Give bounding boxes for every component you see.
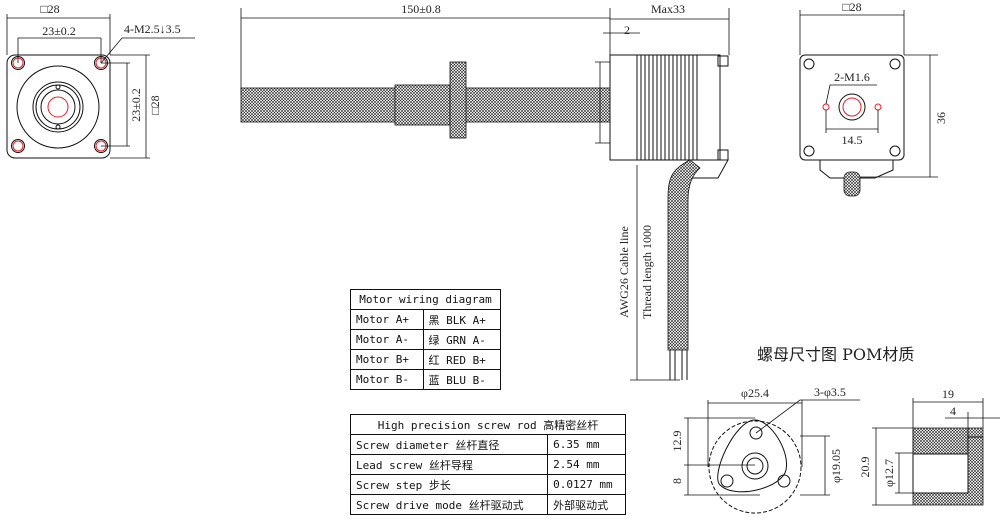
wiring-table: Motor wiring diagram Motor A+黑 BLK A+ Mo… <box>350 289 501 390</box>
pin-cell: Motor B- <box>350 369 424 390</box>
screw-table: High precision screw rod 高精密丝杆 Screw dia… <box>349 414 626 515</box>
table-row: Motor B+红 RED B+ <box>350 349 501 370</box>
nut-side-view: 19 4 20.9 φ12.7 <box>858 387 1000 506</box>
rear-view: □28 2-M1.6 14.5 36 <box>799 0 948 197</box>
rear-holes-label: 2-M1.6 <box>834 70 870 84</box>
wire-cell: 黑 BLK A+ <box>422 309 501 330</box>
nut-flange <box>449 61 467 139</box>
nut-dim-bottom-label: 8 <box>670 478 684 484</box>
offset-label: 2 <box>624 23 630 37</box>
nut-dim-top-label: 12.9 <box>670 431 684 452</box>
front-hole-spacing-h: 23±0.2 <box>42 24 76 38</box>
pin-cell: Motor A- <box>350 329 424 350</box>
value-cell: 6.35 mm <box>547 434 626 455</box>
nut-body <box>394 84 451 126</box>
front-square-label: □28 <box>40 2 59 16</box>
nut-diameter-label: φ25.4 <box>741 386 769 400</box>
label-cell: Lead screw 丝杆导程 <box>349 454 549 475</box>
table-row: Motor A+黑 BLK A+ <box>350 309 501 330</box>
table-row: Motor A-绿 GRN A- <box>350 329 501 350</box>
rear-height-label: 36 <box>934 112 948 124</box>
pin-cell: Motor B+ <box>350 349 424 370</box>
nut-front-view: φ25.4 3-φ3.5 12.9 8 φ19.05 <box>670 385 860 514</box>
value-cell: 0.0127 mm <box>547 474 626 495</box>
motor-length-label: Max33 <box>651 2 685 16</box>
nut-flange-label: 4 <box>950 404 956 418</box>
pin-cell: Motor A+ <box>350 309 424 330</box>
screw-table-title: High precision screw rod 高精密丝杆 <box>350 414 626 435</box>
wire-cell: 红 RED B+ <box>422 349 501 370</box>
wire-cell: 蓝 BLU B- <box>422 369 501 390</box>
cable <box>667 159 701 351</box>
wiring-table-title: Motor wiring diagram <box>350 289 501 310</box>
side-view: 150±0.8 Max33 2 AWG26 Cable line Thread … <box>240 2 730 381</box>
nut-holes-label: 3-φ3.5 <box>814 385 846 399</box>
label-cell: Screw diameter 丝杆直径 <box>349 434 549 455</box>
nut-length-label: 19 <box>942 387 954 401</box>
value-cell: 外部驱动式 <box>547 494 626 515</box>
cable-line-label: AWG26 Cable line <box>617 226 631 318</box>
table-row: Screw drive mode 丝杆驱动式外部驱动式 <box>349 494 626 515</box>
front-view: □28 23±0.2 4-M2.5↓3.5 23±0.2 □28 <box>6 2 195 159</box>
wire-cell: 绿 GRN A- <box>422 329 501 350</box>
front-square-label-v: □28 <box>148 95 162 114</box>
rear-hole-spacing-label: 14.5 <box>842 133 863 147</box>
label-cell: Screw step 步长 <box>349 474 549 495</box>
nut-drawing-title: 螺母尺寸图 POM材质 <box>757 345 915 364</box>
screw-length-label: 150±0.8 <box>401 2 441 16</box>
table-row: Motor B-蓝 BLU B- <box>350 369 501 390</box>
nut-height-label: 20.9 <box>858 457 872 478</box>
label-cell: Screw drive mode 丝杆驱动式 <box>349 494 549 515</box>
nut-bolt-circle-label: φ19.05 <box>829 449 843 483</box>
front-holes-label: 4-M2.5↓3.5 <box>124 22 181 36</box>
nut-bore-label: φ12.7 <box>882 459 896 487</box>
thread-length-label: Thread length 1000 <box>640 225 654 319</box>
front-hole-spacing-v: 23±0.2 <box>129 88 143 122</box>
rear-square-label: □28 <box>842 0 861 14</box>
value-cell: 2.54 mm <box>547 454 626 475</box>
